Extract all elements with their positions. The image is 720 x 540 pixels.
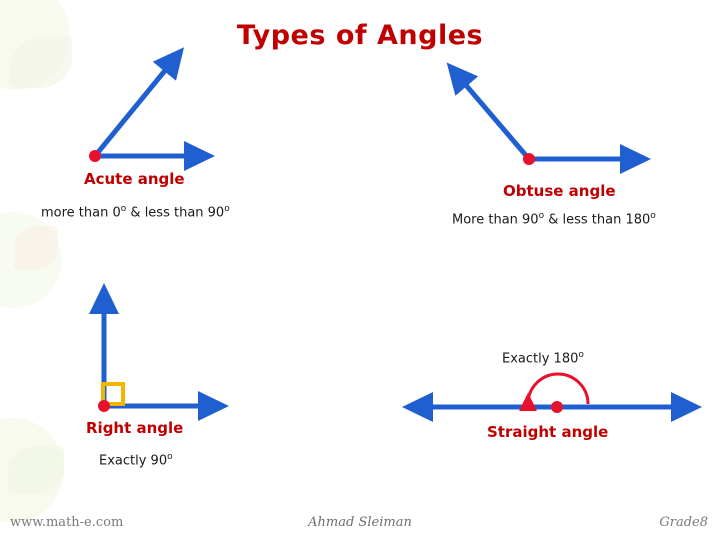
straight-angle-figure (402, 372, 702, 422)
obtuse-angle-figure (446, 62, 651, 174)
description-acute-angle: more than 0o & less than 90o (41, 204, 230, 220)
right-desc-prefix: Exactly 90 (99, 453, 168, 469)
obtuse-vertex-point (523, 153, 535, 165)
straight-angle-arc (518, 372, 590, 412)
obtuse-degree-1: o (538, 211, 545, 221)
right-vertex-point (98, 400, 110, 412)
obtuse-desc-mid: & less than 180 (548, 212, 651, 228)
straight-vertex-point (551, 401, 563, 413)
label-acute-angle: Acute angle (84, 170, 185, 188)
description-straight-angle: Exactly 180o (502, 350, 584, 366)
page-title: Types of Angles (236, 20, 484, 51)
footer-author: Ahmad Sleiman (308, 515, 412, 530)
footer-grade: Grade8 (659, 515, 708, 530)
label-right-angle: Right angle (86, 419, 184, 437)
acute-degree-2: o (224, 204, 230, 214)
watermark-circle-3 (0, 418, 64, 522)
label-obtuse-angle: Obtuse angle (503, 182, 616, 200)
description-obtuse-angle: More than 90o & less than 180o (452, 211, 656, 227)
acute-degree-1: o (120, 204, 127, 214)
footer-website: www.math-e.com (10, 515, 124, 530)
acute-desc-prefix: more than 0 (41, 205, 121, 221)
acute-desc-mid: & less than 90 (130, 205, 225, 221)
obtuse-desc-prefix: More than 90 (452, 212, 539, 228)
right-angle-square-marker (101, 382, 125, 406)
right-angle-figure (89, 283, 229, 421)
right-degree-1: o (167, 452, 173, 462)
label-straight-angle: Straight angle (487, 423, 609, 441)
watermark-circle-2 (0, 212, 62, 308)
straight-desc-prefix: Exactly 180 (502, 351, 579, 367)
watermark-leaf-2 (14, 226, 58, 270)
watermark-leaf-3 (8, 446, 64, 494)
acute-vertex-point (89, 150, 101, 162)
straight-degree-1: o (578, 350, 584, 360)
description-right-angle: Exactly 90o (99, 452, 173, 468)
acute-angle-figure (89, 47, 215, 171)
obtuse-degree-2: o (650, 211, 656, 221)
